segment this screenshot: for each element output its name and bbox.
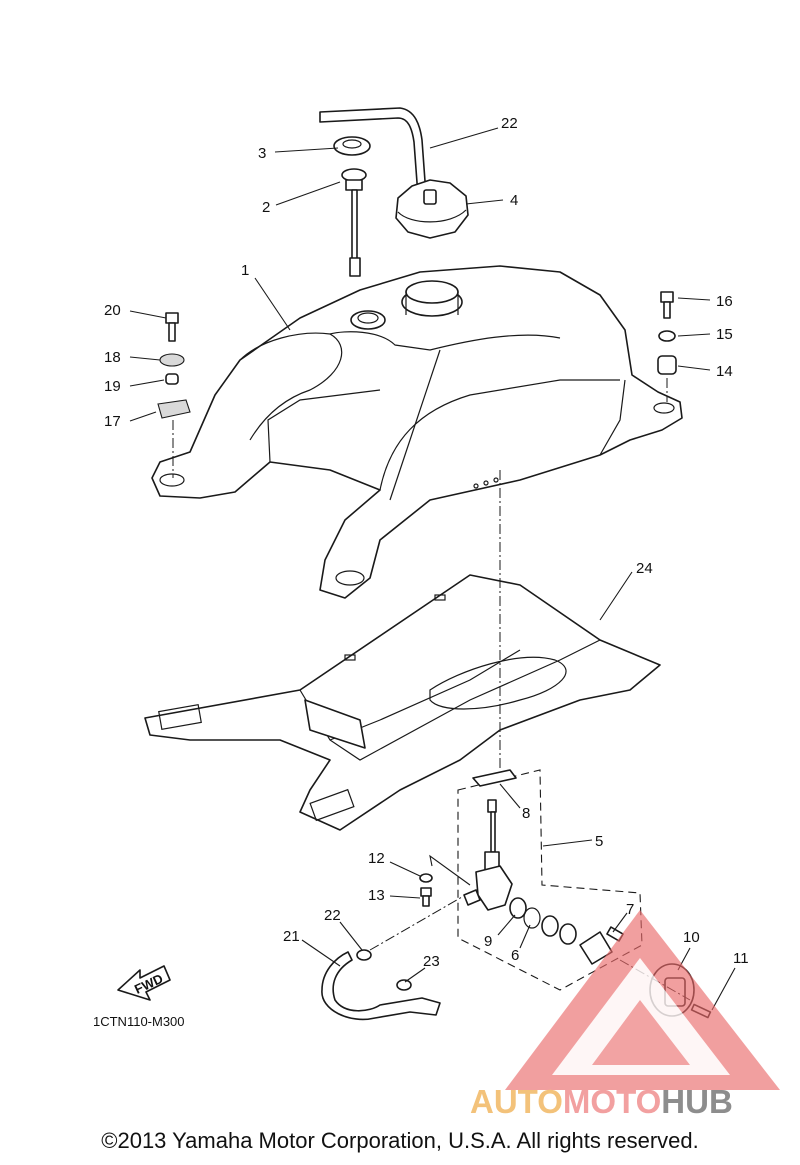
callout-23: 22 [501,115,518,132]
callout-16: 16 [716,293,733,310]
drawing-code: 1CTN110-M300 [93,1014,185,1029]
watermark-text: AUTOMOTOHUB [470,1083,733,1121]
callout-9: 9 [484,933,492,950]
callout-15: 15 [716,326,733,343]
callout-10: 10 [683,929,700,946]
callout-6: 6 [511,947,519,964]
callout-3: 3 [258,145,266,162]
callout-20: 20 [104,302,121,319]
callout-2: 2 [262,199,270,216]
callout-22-upper: 22 [324,907,341,924]
copyright-notice: ©2013 Yamaha Motor Corporation, U.S.A. A… [101,1128,699,1153]
callout-21: 21 [283,928,300,945]
fuel-tank [151,265,683,599]
callout-5: 5 [595,833,603,850]
callout-24: 24 [636,560,653,577]
screws-12-13 [419,854,471,907]
right-mount-hardware [657,291,677,402]
breather-hose [319,107,427,197]
fwd-arrow-icon: FWD [117,965,171,1001]
callout-7: 7 [626,901,634,918]
fuel-cap [395,179,469,239]
fuel-gauge [341,168,367,277]
tank-tray [144,470,661,831]
gauge-grommet [333,136,371,156]
callout-18: 18 [104,349,121,366]
callout-22-lower: 23 [423,953,440,970]
fuel-hose [321,896,463,1021]
watermark-moto: MOTO [562,1083,662,1120]
watermark-hub: HUB [661,1083,733,1120]
callout-17: 17 [104,413,121,430]
callout-12: 12 [368,850,385,867]
watermark-logo-icon [505,910,780,1090]
callout-14: 14 [716,363,733,380]
callout-labels: 3 2 22 4 1 20 18 19 17 16 15 14 24 8 5 1… [93,115,749,1029]
callout-1: 1 [241,262,249,279]
callout-19: 19 [104,378,121,395]
watermark-auto: AUTO [470,1083,563,1120]
leader-lines [129,127,736,1011]
callout-11: 11 [733,950,749,967]
callout-4: 4 [510,192,518,209]
callout-13: 13 [368,887,385,904]
callout-8: 8 [522,805,530,822]
left-mount-hardware [157,312,191,478]
